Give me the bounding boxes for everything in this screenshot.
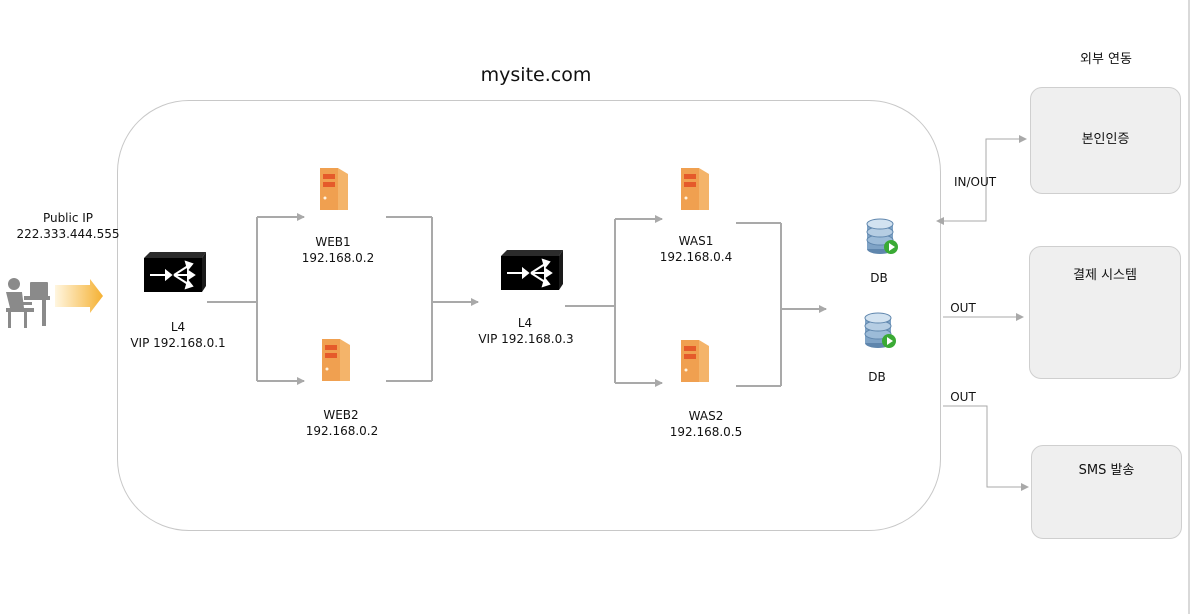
web2-ip: 192.168.0.2 bbox=[305, 424, 379, 438]
panel-edge bbox=[1188, 0, 1190, 614]
public-ip-label: Public IP bbox=[42, 211, 94, 225]
server-icon bbox=[681, 340, 709, 382]
external-sms-box: SMS 발송 bbox=[1031, 445, 1182, 539]
server-icon bbox=[681, 168, 709, 210]
db1-name: DB bbox=[870, 271, 888, 285]
external-payment-box: 결제 시스템 bbox=[1029, 246, 1181, 379]
l4-switch-icon bbox=[501, 250, 563, 290]
database-icon bbox=[866, 218, 898, 254]
l4-front-vip: VIP 192.168.0.1 bbox=[130, 336, 226, 350]
external-heading: 외부 연동 bbox=[1080, 52, 1132, 67]
l4-switch-icon bbox=[144, 252, 206, 292]
person-at-computer-icon bbox=[6, 278, 50, 328]
auth-flow-label: IN/OUT bbox=[953, 175, 997, 189]
was1-name: WAS1 bbox=[678, 234, 714, 248]
site-boundary bbox=[117, 100, 941, 531]
web-to-l4-connector bbox=[386, 216, 479, 382]
l4-to-web-connector bbox=[207, 213, 305, 385]
diagram-title: mysite.com bbox=[480, 64, 592, 86]
web1-name: WEB1 bbox=[315, 235, 351, 249]
was2-ip: 192.168.0.5 bbox=[669, 425, 743, 439]
l4-back-vip: VIP 192.168.0.3 bbox=[478, 332, 574, 346]
block-arrow-right-icon bbox=[55, 279, 103, 313]
web1-ip: 192.168.0.2 bbox=[301, 251, 375, 265]
web2-name: WEB2 bbox=[323, 408, 359, 422]
sms-flow-label: OUT bbox=[950, 390, 976, 404]
l4-front-name: L4 bbox=[170, 320, 186, 334]
was2-name: WAS2 bbox=[688, 409, 724, 423]
server-icon bbox=[320, 168, 348, 210]
server-icon bbox=[322, 339, 350, 381]
external-payment-label: 결제 시스템 bbox=[1073, 268, 1137, 283]
db2-name: DB bbox=[868, 370, 886, 384]
was1-ip: 192.168.0.4 bbox=[659, 250, 733, 264]
l4-back-name: L4 bbox=[517, 316, 533, 330]
auth-connector bbox=[936, 135, 1027, 225]
external-sms-label: SMS 발송 bbox=[1078, 463, 1135, 478]
external-auth-box: 본인인증 bbox=[1030, 87, 1181, 194]
was-to-db-connector bbox=[736, 222, 827, 387]
database-icon bbox=[864, 312, 896, 348]
external-auth-label: 본인인증 bbox=[1081, 132, 1130, 147]
payment-flow-label: OUT bbox=[950, 301, 976, 315]
sms-connector bbox=[943, 405, 1029, 491]
public-ip-address: 222.333.444.555 bbox=[16, 227, 120, 241]
l4-to-was-connector bbox=[565, 215, 663, 387]
